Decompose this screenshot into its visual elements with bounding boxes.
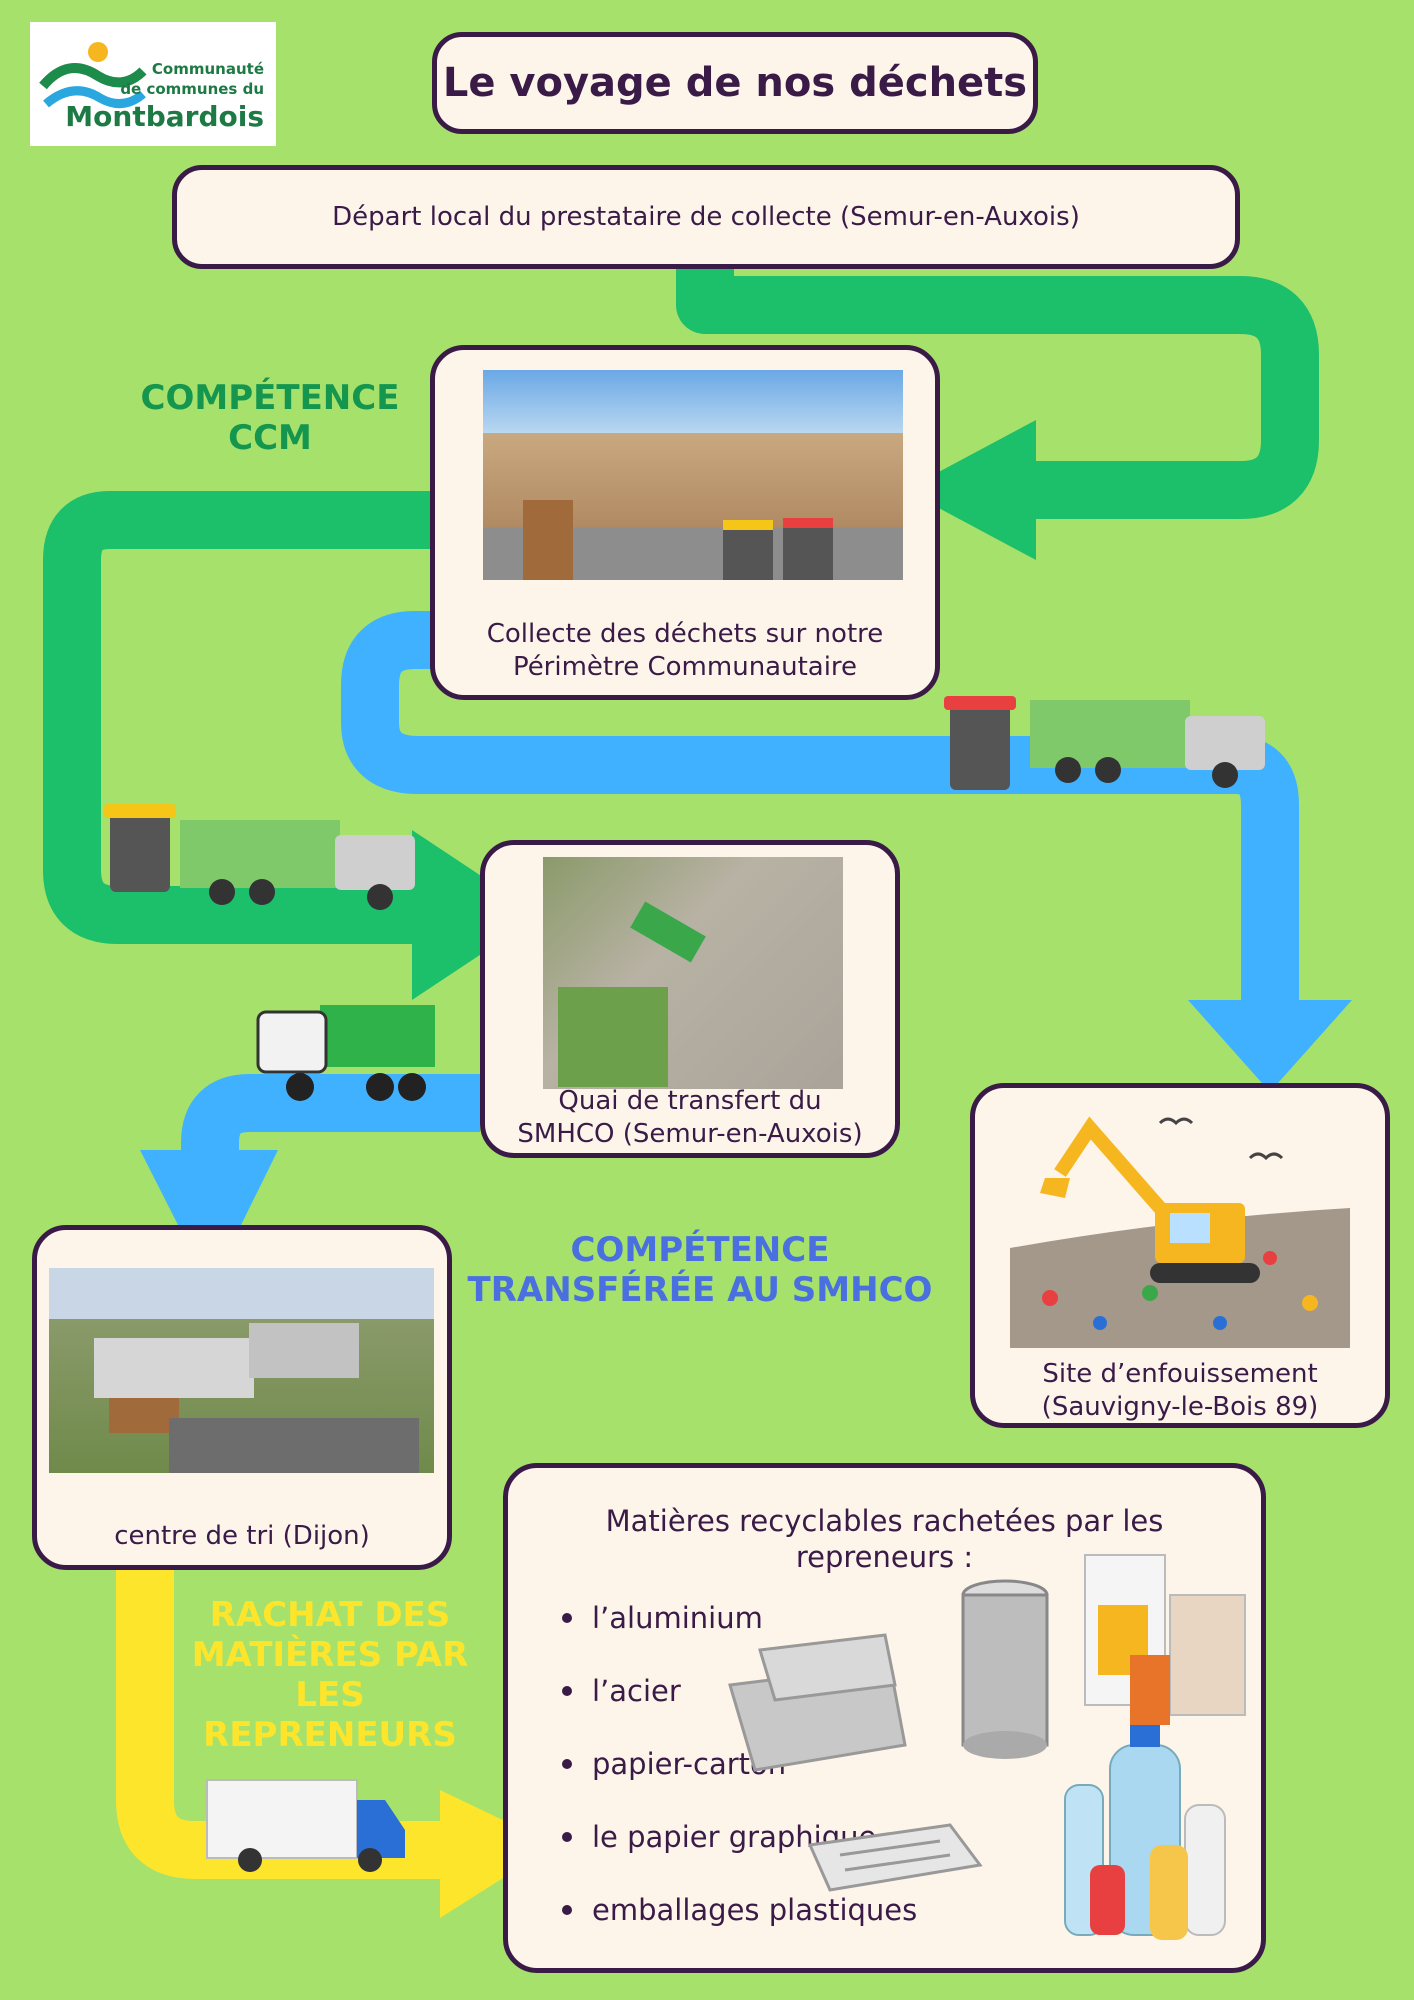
rachat-line-2: MATIÈRES PAR (191, 1635, 469, 1675)
bullet-icon (562, 1759, 572, 1769)
bullet-icon (562, 1905, 572, 1915)
blue-arrow-collecte-to-site (341, 611, 1299, 1010)
blue-arrow-quai-to-centre (181, 1074, 480, 1205)
competence-smhco-label: COMPÉTENCE TRANSFÉRÉE AU SMHCO (460, 1230, 940, 1310)
quai-aerial-photo (543, 857, 843, 1089)
bullet-icon (562, 1613, 572, 1623)
building-shape (94, 1338, 254, 1398)
collecte-box: Collecte des déchets sur notre Périmètre… (430, 345, 940, 700)
item-aluminium: l’aluminium (592, 1601, 763, 1635)
competence-ccm-line-2: CCM (228, 418, 312, 458)
grass-shape (558, 987, 668, 1087)
logo-ccm: Communauté de communes du Montbardois (30, 22, 276, 146)
page-title: Le voyage de nos déchets (432, 32, 1038, 134)
door-shape (523, 500, 573, 580)
logo-wave-icon (39, 42, 147, 109)
delivery-truck-icon (206, 1779, 405, 1872)
collecte-line-1: Collecte des déchets sur notre (486, 619, 884, 649)
recyclables-heading-1: Matières recyclables rachetées par les (605, 1504, 1164, 1538)
logo-line-3: Montbardois (65, 100, 264, 133)
competence-ccm-label: COMPÉTENCE CCM (130, 378, 410, 458)
competence-ccm-line-1: COMPÉTENCE (140, 378, 400, 418)
depart-box: Départ local du prestataire de collecte … (172, 165, 1240, 269)
item-emballages-plastiques: emballages plastiques (592, 1893, 918, 1927)
yellow-bin-icon (723, 520, 773, 580)
building-shape-2 (249, 1323, 359, 1378)
blue-bin-truck-icon (944, 696, 1265, 790)
site-line-1: Site d’enfouissement (1042, 1359, 1318, 1389)
item-acier: l’acier (592, 1674, 681, 1708)
quai-box: Quai de transfert du SMHCO (Semur-en-Aux… (480, 840, 900, 1158)
logo-line-2: de communes du (120, 80, 264, 98)
green-arrowhead-quai (412, 830, 540, 1000)
rachat-line-4: REPRENEURS (203, 1715, 457, 1755)
logo-line-1: Communauté (151, 60, 264, 78)
list-item: emballages plastiques (548, 1890, 917, 1963)
green-arrowhead-collecte (905, 420, 1036, 560)
dump-truck-icon (256, 1005, 435, 1101)
office-shape (109, 1398, 179, 1433)
street-photo (483, 370, 903, 580)
excavator-landfill-icon (1010, 1116, 1350, 1348)
rachat-line-1: RACHAT DES (209, 1595, 451, 1635)
blue-arrowhead-site (1188, 1000, 1352, 1092)
yellow-arrowhead-recyclables (440, 1790, 555, 1918)
quai-line-1: Quai de transfert du (558, 1086, 822, 1116)
depart-text: Départ local du prestataire de collecte … (332, 202, 1080, 232)
recyclables-heading-2: repreneurs : (795, 1540, 974, 1574)
yellow-arrow-centre-to-recyclables (116, 1570, 440, 1879)
list-item: l’acier (548, 1671, 917, 1744)
centre-box: centre de tri (Dijon) (32, 1225, 452, 1570)
centre-aerial-photo (49, 1268, 434, 1473)
recyclable-products-icon (728, 1554, 1246, 1940)
collecte-line-2: Périmètre Communautaire (512, 652, 858, 682)
blue-arrowhead-centre (140, 1150, 278, 1288)
rachat-line-3: LES (295, 1675, 365, 1715)
competence-smhco-line-1: COMPÉTENCE (570, 1230, 830, 1270)
green-arrow-collecte-to-quai (43, 491, 430, 944)
red-bin-icon (783, 518, 833, 580)
site-box: Site d’enfouissement (Sauvigny-le-Bois 8… (970, 1083, 1390, 1428)
centre-text: centre de tri (Dijon) (114, 1521, 370, 1551)
green-arrow-depart-to-collecte (676, 268, 1319, 519)
bullet-icon (562, 1686, 572, 1696)
green-bin-truck-icon (104, 804, 415, 910)
container-shape (630, 901, 706, 963)
bullet-icon (562, 1832, 572, 1842)
competence-smhco-line-2: TRANSFÉRÉE AU SMHCO (467, 1270, 933, 1310)
site-line-2: (Sauvigny-le-Bois 89) (1041, 1392, 1319, 1422)
parking-shape (169, 1418, 419, 1473)
list-item: l’aluminium (548, 1598, 917, 1671)
rachat-label: RACHAT DES MATIÈRES PAR LES REPRENEURS (180, 1595, 480, 1755)
quai-line-2: SMHCO (Semur-en-Auxois) (517, 1119, 863, 1149)
